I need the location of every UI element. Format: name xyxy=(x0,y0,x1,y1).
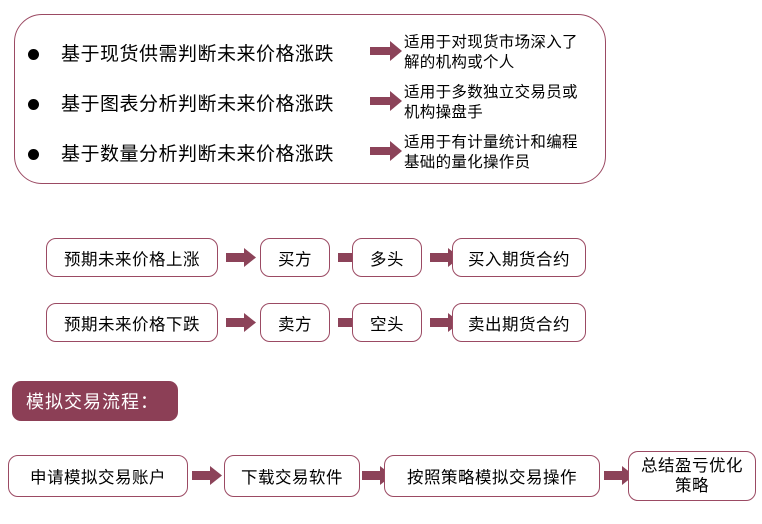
bullet-dot-icon xyxy=(28,48,39,60)
analysis-method-row-2: 基于图表分析判断未来价格涨跌 xyxy=(28,94,334,115)
bullet-dot-icon xyxy=(28,98,39,110)
right-arrow-icon-sim-3 xyxy=(604,466,634,485)
sim-step-summarize-optimize[interactable]: 总结盈亏优化策略 xyxy=(628,451,756,501)
right-arrow-icon-sim-1 xyxy=(192,466,222,485)
right-arrow-icon-short-1 xyxy=(226,313,256,332)
right-arrow-icon-panel-1 xyxy=(370,41,402,61)
flow-box-buy-contract[interactable]: 买入期货合约 xyxy=(452,238,586,277)
flow-box-long-position[interactable]: 多头 xyxy=(352,238,422,277)
analysis-method-note-3: 适用于有计量统计和编程基础的量化操作员 xyxy=(404,133,578,171)
sim-trading-banner: 模拟交易流程： xyxy=(12,381,178,421)
right-arrow-icon-long-1 xyxy=(226,248,256,267)
flow-box-sell-contract[interactable]: 卖出期货合约 xyxy=(452,303,586,342)
sim-step-apply-account[interactable]: 申请模拟交易账户 xyxy=(8,455,188,497)
analysis-method-row-3: 基于数量分析判断未来价格涨跌 xyxy=(28,144,334,165)
analysis-method-label-1: 基于现货供需判断未来价格涨跌 xyxy=(61,43,335,65)
analysis-method-label-2: 基于图表分析判断未来价格涨跌 xyxy=(61,93,335,115)
flow-box-buyer[interactable]: 买方 xyxy=(260,238,330,277)
sim-step-simulate-strategy[interactable]: 按照策略模拟交易操作 xyxy=(384,455,600,497)
analysis-method-note-2: 适用于多数独立交易员或机构操盘手 xyxy=(404,83,578,121)
right-arrow-icon-panel-2 xyxy=(370,91,402,111)
right-arrow-icon-panel-3 xyxy=(370,141,402,161)
analysis-method-row-1: 基于现货供需判断未来价格涨跌 xyxy=(28,44,334,65)
flow-box-seller[interactable]: 卖方 xyxy=(260,303,330,342)
analysis-method-note-1: 适用于对现货市场深入了解的机构或个人 xyxy=(404,33,578,71)
sim-step-download-software[interactable]: 下载交易软件 xyxy=(224,455,360,497)
analysis-method-label-3: 基于数量分析判断未来价格涨跌 xyxy=(61,143,335,165)
flow-box-short-position[interactable]: 空头 xyxy=(352,303,422,342)
flow-box-expect-fall[interactable]: 预期未来价格下跌 xyxy=(46,303,218,342)
flow-box-expect-rise[interactable]: 预期未来价格上涨 xyxy=(46,238,218,277)
analysis-methods-panel xyxy=(14,14,606,184)
bullet-dot-icon xyxy=(28,148,39,160)
